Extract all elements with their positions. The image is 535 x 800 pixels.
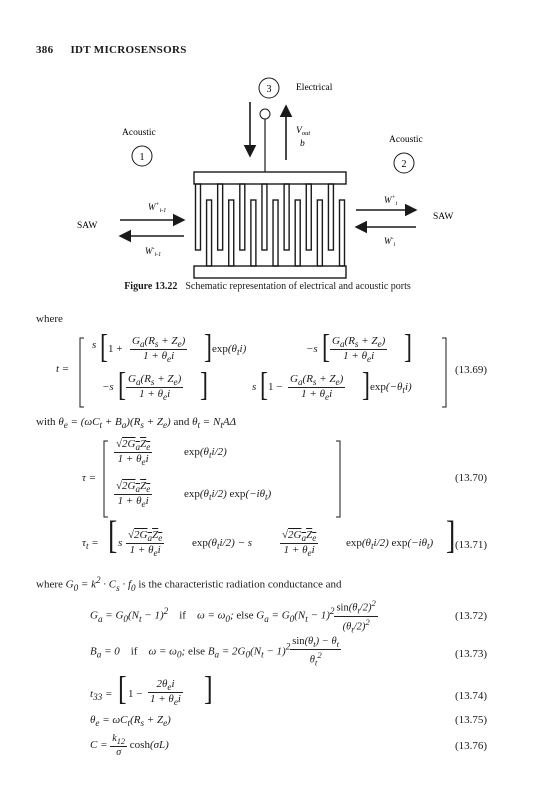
saw-left-label: SAW [77, 221, 97, 231]
equation-number-13-71: (13.71) [455, 539, 488, 551]
bottom-finger [316, 199, 324, 267]
equation-number-13-76: (13.76) [455, 740, 488, 752]
terminal-circle [259, 108, 271, 120]
bottom-bus-bar [193, 265, 347, 279]
top-finger [216, 183, 224, 251]
acoustic-right-label: Acoustic [389, 135, 423, 145]
port-2-number: 2 [402, 159, 407, 170]
bottom-finger [272, 199, 279, 267]
top-finger [239, 183, 246, 251]
vout-label: Vout [296, 126, 310, 137]
bottom-finger [250, 199, 257, 267]
top-finger [283, 183, 290, 251]
equation-number-13-69: (13.69) [455, 364, 488, 376]
bottom-finger [294, 199, 301, 267]
port-1-number: 1 [140, 152, 145, 163]
equation-number-13-75: (13.75) [455, 714, 488, 726]
port-2-circle [393, 152, 415, 174]
equation-13-72: Ga = G0(Nt − 1)2 if ω = ω0; else Ga = G0… [90, 598, 378, 635]
top-finger [305, 183, 312, 251]
equation-13-73: Ba = 0 if ω = ω0; else Ba = 2G0(Nt − 1)2… [90, 636, 342, 668]
saw-right-label: SAW [433, 212, 453, 222]
port-1-circle [131, 145, 153, 167]
idt-electrodes [193, 171, 347, 279]
page-number: 386 [36, 44, 54, 56]
theta-definition-line: with θe = (ωCt + Ba)(Rs + Ze) and θt = N… [36, 416, 237, 431]
b-label: b [300, 139, 305, 149]
where-text-1: where [36, 313, 63, 325]
electrical-label: Electrical [296, 83, 333, 93]
equation-13-69: t = s [ 1 + Ga(Rs + Ze)1 + θei ] exp(θti… [56, 330, 447, 410]
figure-caption: Figure 13.22 Schematic representation of … [0, 281, 535, 292]
bottom-finger [205, 199, 213, 267]
equation-number-13-74: (13.74) [455, 690, 488, 702]
port-3-circle [258, 77, 280, 99]
equation-number-13-73: (13.73) [455, 648, 488, 660]
w-plus-left-label: W+i-1 [148, 202, 166, 214]
top-bus-bar [193, 171, 347, 185]
w-plus-right-label: W+i [384, 195, 398, 207]
idt-schematic-figure: 3 Electrical Vout b Acoustic 1 Acoustic … [77, 77, 453, 279]
top-finger [194, 183, 202, 251]
running-title: IDT MICROSENSORS [70, 44, 187, 56]
equation-number-13-70: (13.70) [455, 472, 488, 484]
w-minus-right-label: W-i [384, 236, 396, 248]
bottom-finger [228, 199, 235, 267]
g0-definition-line: where G0 = k2 · Cs · f0 is the character… [36, 575, 342, 593]
equation-13-75: θe = ωCt(Rs + Ze) [90, 714, 171, 729]
acoustic-left-label: Acoustic [122, 128, 156, 138]
w-minus-left-label: W-i-1 [145, 246, 161, 258]
caption-label: Figure 13.22 [124, 281, 178, 292]
caption-text: Schematic representation of electrical a… [185, 281, 411, 292]
equation-number-13-72: (13.72) [455, 610, 488, 622]
top-finger [261, 183, 268, 251]
top-finger [327, 183, 335, 251]
port-3-number: 3 [267, 84, 272, 95]
bottom-finger [338, 199, 346, 267]
running-header: 386 IDT MICROSENSORS [36, 44, 187, 56]
